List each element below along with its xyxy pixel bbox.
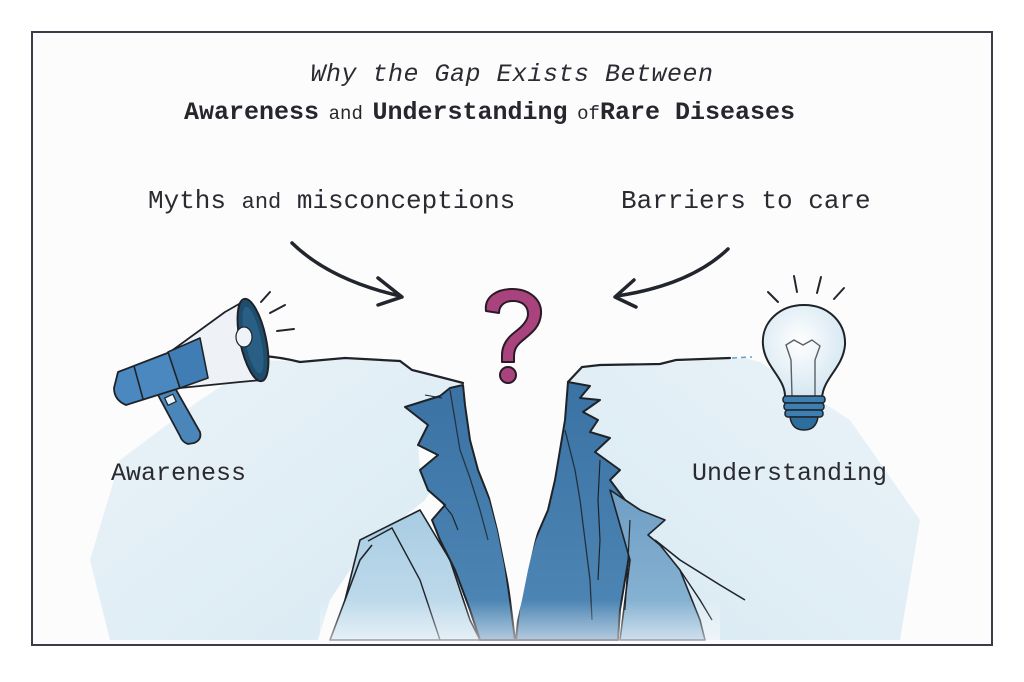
question-mark-icon [484,288,543,384]
and-word: and [241,190,282,215]
title-rare-diseases: Rare Diseases [599,98,795,127]
title-line-2: Awareness and Understanding ofRare Disea… [184,98,795,127]
title-of: of [577,103,600,125]
understanding-label: Understanding [692,459,888,488]
factor-myths-label: Myths and misconceptions [148,186,515,216]
gap-chasm [320,381,746,642]
misconceptions-word: misconceptions [296,186,516,216]
title-and: and [328,103,363,125]
lightbulb-icon [761,275,847,431]
right-arrow-icon [613,247,730,309]
title-awareness: Awareness [184,98,320,127]
megaphone-icon [113,291,295,445]
title-text: Why the Gap Exists Between [310,60,714,89]
awareness-label: Awareness [111,459,247,488]
myths-word: Myths [148,186,227,216]
title-line-1: Why the Gap Exists Between [0,60,1024,89]
factor-barriers-label: Barriers to care [621,186,871,216]
title-understanding: Understanding [372,98,568,127]
left-arrow-icon [290,241,404,307]
right-cliff [566,356,920,640]
